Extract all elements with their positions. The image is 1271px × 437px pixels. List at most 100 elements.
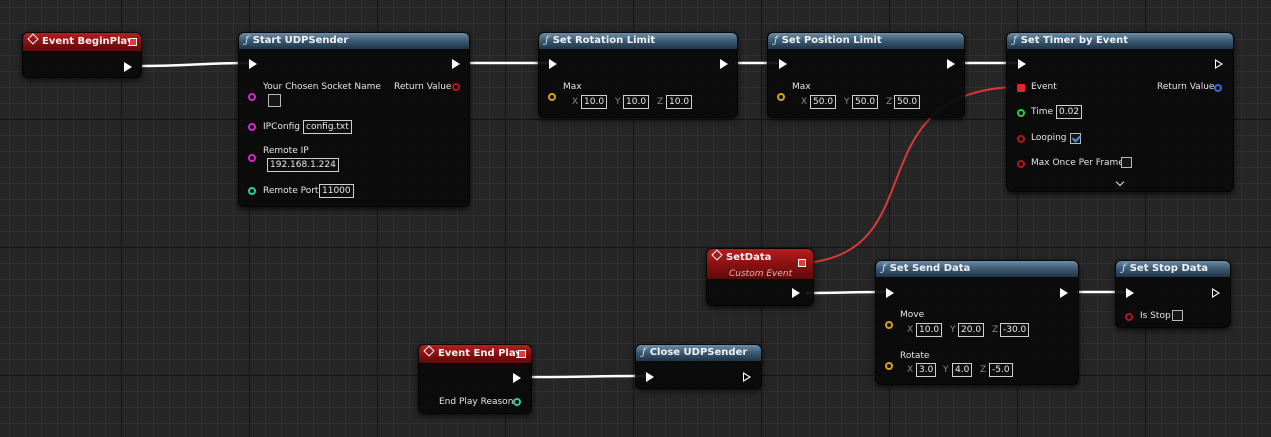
end-play-reason-label: End Play Reason	[439, 397, 514, 407]
node-title: Set Send Data	[889, 263, 971, 274]
delegate-pin-icon[interactable]	[129, 38, 137, 46]
exec-in-pin[interactable]	[1126, 288, 1134, 298]
exec-out-pin[interactable]	[124, 62, 132, 72]
max-z-field[interactable]: 10.0	[666, 95, 693, 109]
event-label: Event	[1031, 82, 1057, 92]
remote-port-field[interactable]: 11000	[319, 184, 354, 198]
z-axis-label: Z	[980, 365, 987, 375]
node-set-data-event[interactable]: SetData Custom Event	[706, 248, 814, 306]
time-field[interactable]: 0.02	[1056, 105, 1083, 119]
y-axis-label: Y	[844, 97, 850, 107]
y-axis-label: Y	[950, 325, 956, 335]
remote-ip-label: Remote IP	[263, 146, 309, 156]
return-value-pin[interactable]	[1214, 84, 1222, 92]
exec-out-pin[interactable]	[1060, 288, 1068, 298]
exec-out-pin[interactable]	[743, 372, 751, 382]
exec-out-pin[interactable]	[513, 373, 521, 383]
event-diamond-icon	[27, 33, 39, 45]
end-play-reason-pin[interactable]	[513, 398, 521, 406]
exec-out-pin[interactable]	[947, 59, 955, 69]
return-value-pin[interactable]	[452, 83, 460, 91]
function-icon: ƒ	[882, 263, 886, 274]
exec-in-pin[interactable]	[549, 59, 557, 69]
delegate-pin-icon[interactable]	[518, 350, 526, 358]
max-y-field[interactable]: 10.0	[623, 95, 650, 109]
node-title: Event End Play	[438, 348, 522, 359]
y-axis-label: Y	[943, 365, 949, 375]
function-icon: ƒ	[1122, 263, 1126, 274]
move-x-field[interactable]: 10.0	[916, 323, 943, 337]
rotate-z-field[interactable]: -5.0	[989, 363, 1013, 377]
looping-checkbox[interactable]	[1070, 133, 1081, 144]
max-pin[interactable]	[777, 93, 785, 101]
delegate-pin-icon[interactable]	[798, 259, 806, 267]
rotate-y-field[interactable]: 4.0	[952, 363, 973, 377]
exec-in-pin[interactable]	[646, 372, 654, 382]
event-delegate-pin[interactable]	[1017, 84, 1025, 92]
z-axis-label: Z	[992, 325, 999, 335]
max-label: Max	[792, 82, 811, 92]
x-axis-label: X	[572, 97, 579, 107]
exec-out-pin[interactable]	[1212, 288, 1220, 298]
move-pin[interactable]	[885, 321, 893, 329]
node-event-begin-play[interactable]: Event BeginPlay	[22, 32, 142, 78]
event-diamond-icon	[423, 345, 435, 357]
max-x-field[interactable]: 50.0	[810, 95, 837, 109]
exec-wire-endplay-to-close	[529, 374, 647, 379]
max-z-field[interactable]: 50.0	[894, 95, 921, 109]
socket-name-label: Your Chosen Socket Name	[263, 82, 381, 92]
is-stop-checkbox[interactable]	[1172, 310, 1183, 321]
move-label: Move	[900, 310, 925, 320]
is-stop-label: Is Stop	[1140, 311, 1171, 321]
exec-out-pin[interactable]	[792, 288, 800, 298]
node-header: Event BeginPlay	[23, 33, 141, 51]
rotate-pin[interactable]	[885, 362, 893, 370]
max-y-field[interactable]: 50.0	[852, 95, 879, 109]
exec-in-pin[interactable]	[886, 288, 894, 298]
max-pin[interactable]	[548, 93, 556, 101]
remote-port-pin[interactable]	[248, 187, 256, 195]
exec-in-pin[interactable]	[1018, 59, 1026, 69]
rotate-x-field[interactable]: 3.0	[916, 363, 937, 377]
move-z-field[interactable]: -30.0	[1000, 323, 1030, 337]
x-axis-label: X	[907, 325, 914, 335]
node-title: SetData	[726, 252, 772, 263]
looping-pin[interactable]	[1017, 135, 1025, 143]
move-y-field[interactable]: 20.0	[958, 323, 985, 337]
exec-out-pin[interactable]	[452, 59, 460, 69]
socket-name-input[interactable]	[268, 94, 281, 107]
node-event-end-play[interactable]: Event End Play End Play Reason	[418, 344, 532, 414]
exec-in-pin[interactable]	[249, 59, 257, 69]
remote-port-label: Remote Port	[263, 186, 319, 196]
max-once-checkbox[interactable]	[1121, 157, 1132, 168]
remote-ip-pin[interactable]	[248, 154, 256, 162]
chevron-down-icon[interactable]	[1115, 177, 1125, 187]
ipconfig-field[interactable]: config.txt	[303, 120, 352, 134]
max-once-pin[interactable]	[1017, 160, 1025, 168]
ipconfig-pin[interactable]	[248, 123, 256, 131]
node-title: Set Stop Data	[1129, 263, 1209, 274]
is-stop-pin[interactable]	[1125, 313, 1133, 321]
exec-out-pin[interactable]	[1215, 59, 1223, 69]
y-axis-label: Y	[615, 97, 621, 107]
node-title: Set Position Limit	[781, 35, 882, 46]
exec-in-pin[interactable]	[779, 59, 787, 69]
function-icon: ƒ	[245, 35, 249, 46]
return-value-label: Return Value	[394, 82, 452, 92]
max-x-field[interactable]: 10.0	[581, 95, 608, 109]
remote-ip-field[interactable]: 192.168.1.224	[267, 158, 339, 172]
function-icon: ƒ	[642, 347, 646, 358]
socket-name-pin[interactable]	[248, 93, 256, 101]
time-pin[interactable]	[1017, 109, 1025, 117]
exec-out-pin[interactable]	[720, 59, 728, 69]
